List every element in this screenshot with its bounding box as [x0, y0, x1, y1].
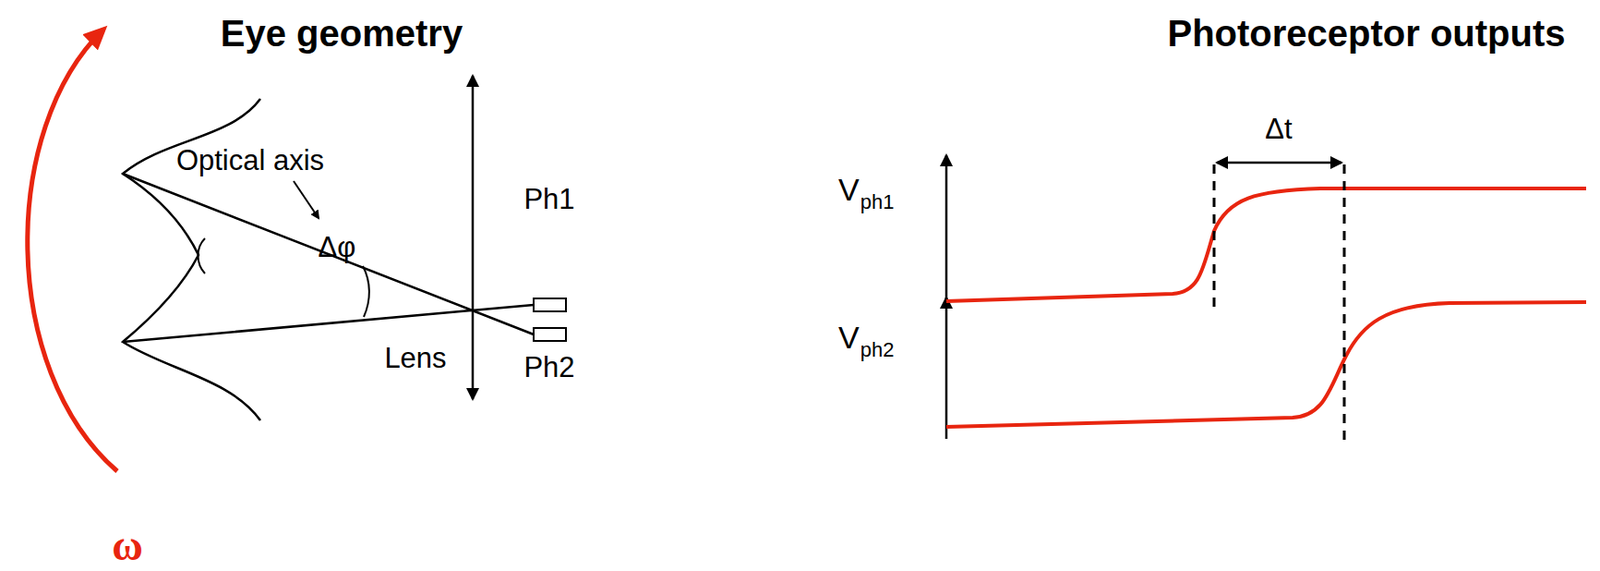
heading: Eye geometry — [220, 14, 463, 52]
signal-name: V — [838, 321, 860, 353]
lens — [471, 235, 475, 399]
rotation-label: ω — [111, 524, 144, 567]
signal-curve — [946, 188, 1587, 301]
rotation-arrow — [27, 29, 118, 471]
delay-label: Δt — [1264, 114, 1292, 144]
photoreceptor-label: Ph2 — [523, 352, 575, 382]
time-marker — [1213, 164, 1216, 307]
signal-curve — [946, 301, 1587, 427]
photoreceptor-label: Ph1 — [523, 184, 575, 214]
angle-arc — [362, 265, 370, 317]
angle-label: Δφ — [318, 232, 357, 262]
leader-line — [293, 180, 319, 218]
heading: Photoreceptor outputs — [1166, 14, 1565, 52]
axis — [945, 297, 949, 439]
photoreceptor — [533, 298, 566, 312]
signal-subscript: ph2 — [860, 339, 895, 361]
callout-label: Optical axis — [176, 145, 325, 175]
signal-name: V — [838, 173, 860, 205]
photoreceptor — [533, 327, 566, 341]
lens — [471, 75, 475, 236]
time-marker — [1343, 164, 1347, 440]
acceptance-tick — [198, 238, 206, 274]
delay-arrow — [1216, 161, 1279, 165]
signal-subscript: ph1 — [860, 192, 895, 213]
lens-label: Lens — [384, 343, 446, 373]
axis — [945, 155, 949, 303]
delay-arrow — [1278, 161, 1342, 165]
